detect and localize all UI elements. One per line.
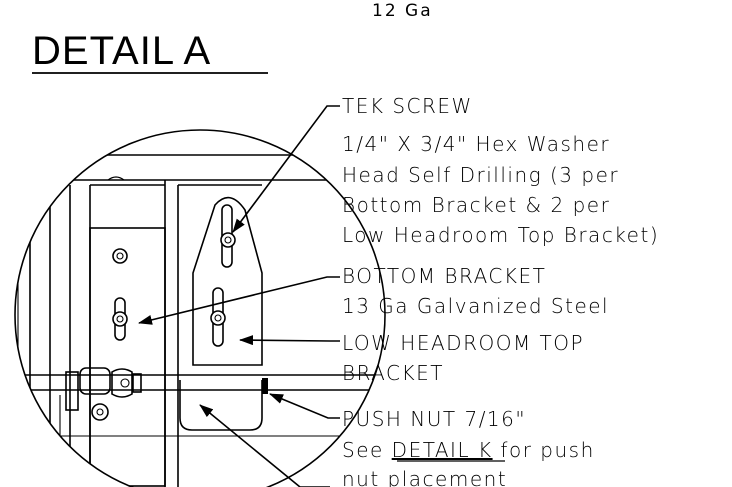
tek-screw-line-3: Bottom Bracket & 2 per [342, 193, 610, 217]
bottom-bracket-hole [112, 248, 128, 264]
push-nut-title: PUSH NUT 7/16" [342, 407, 526, 431]
bottom-bracket-leader [138, 276, 340, 325]
bearing-block [179, 380, 263, 431]
bottom-bracket-plate [89, 227, 166, 487]
push-nut-see-suffix: for push [493, 438, 595, 462]
detail-circle [14, 129, 386, 487]
push-nut-leader [269, 393, 340, 419]
bottom-bracket-screw [112, 311, 128, 327]
bottom-bracket-spec: 13 Ga Galvanized Steel [342, 294, 609, 318]
push-nut-see-prefix: See [342, 438, 392, 462]
detail-k-link[interactable]: DETAIL K [392, 438, 493, 462]
push-nut-see-line: See DETAIL K for push [342, 438, 595, 462]
low-headroom-line-1: LOW HEADROOM TOP [342, 331, 584, 355]
detail-view [15, 154, 385, 487]
bottom-bracket-title: BOTTOM BRACKET [342, 264, 546, 288]
low-headroom-top-bracket [192, 196, 263, 366]
tek-screw-title: TEK SCREW [342, 94, 473, 118]
bearing-leader [199, 404, 330, 487]
low-headroom-leader [239, 335, 340, 346]
push-nut-last-line: nut placement [342, 467, 507, 487]
tek-screw-line-2: Head Self Drilling (3 per [342, 163, 619, 187]
tek-screw-line-4: Low Headroom Top Bracket) [342, 223, 659, 247]
top-bracket-screw-upper [220, 232, 236, 248]
top-bracket-screw-lower [210, 310, 226, 326]
tek-screw-line-1: 1/4" X 3/4" Hex Washer [342, 132, 610, 156]
detail-title: DETAIL A [32, 29, 211, 73]
push-nut [262, 378, 268, 394]
top-gauge-label: 12 Ga [372, 1, 433, 21]
tek-screw-leader [232, 105, 340, 233]
low-headroom-line-2: BRACKET [342, 361, 444, 385]
lower-hex-nut [91, 403, 109, 421]
